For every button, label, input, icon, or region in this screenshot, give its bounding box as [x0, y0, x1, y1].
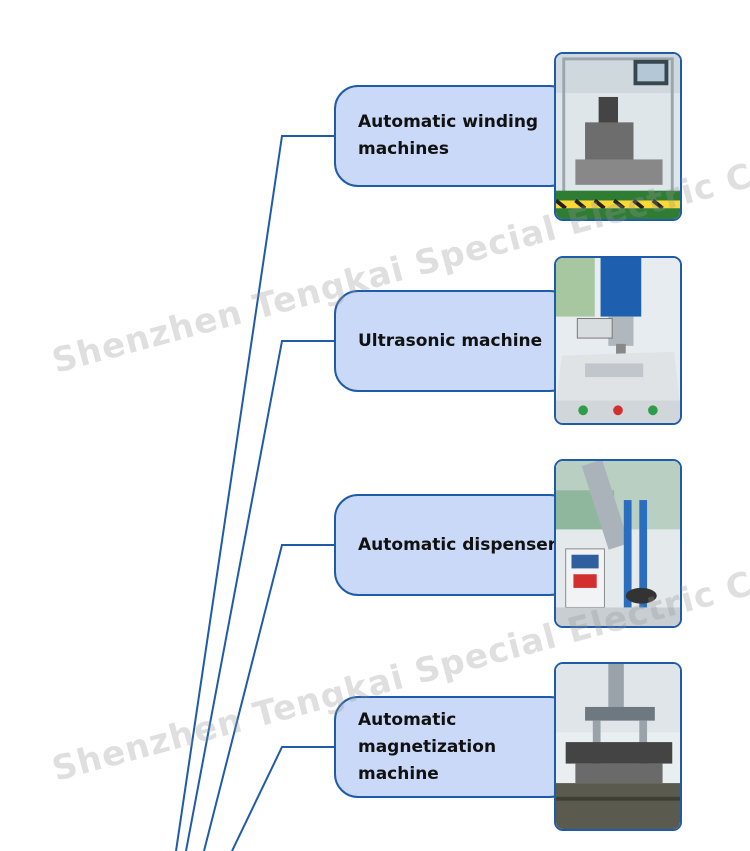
winding-machine-photo	[554, 52, 682, 221]
item-label: Ultrasonic machine	[358, 330, 543, 351]
connector-line-2	[185, 340, 334, 851]
item-card-ultrasonic: Ultrasonic machine	[334, 290, 574, 392]
connector-line-1	[175, 135, 334, 851]
connector-line-3	[203, 544, 334, 851]
item-label: Automatic magnetization machine	[358, 709, 497, 784]
item-card-winding: Automatic winding machines	[334, 85, 574, 187]
dispenser-photo	[554, 459, 682, 628]
ultrasonic-machine-photo	[554, 256, 682, 425]
connector-line-4	[231, 746, 334, 851]
item-label: Automatic winding machines	[358, 112, 539, 159]
item-card-magnetization: Automatic magnetization machine	[334, 696, 574, 798]
magnetization-machine-photo	[554, 662, 682, 831]
item-label: Automatic dispenser	[358, 534, 557, 555]
item-card-dispenser: Automatic dispenser	[334, 494, 574, 596]
